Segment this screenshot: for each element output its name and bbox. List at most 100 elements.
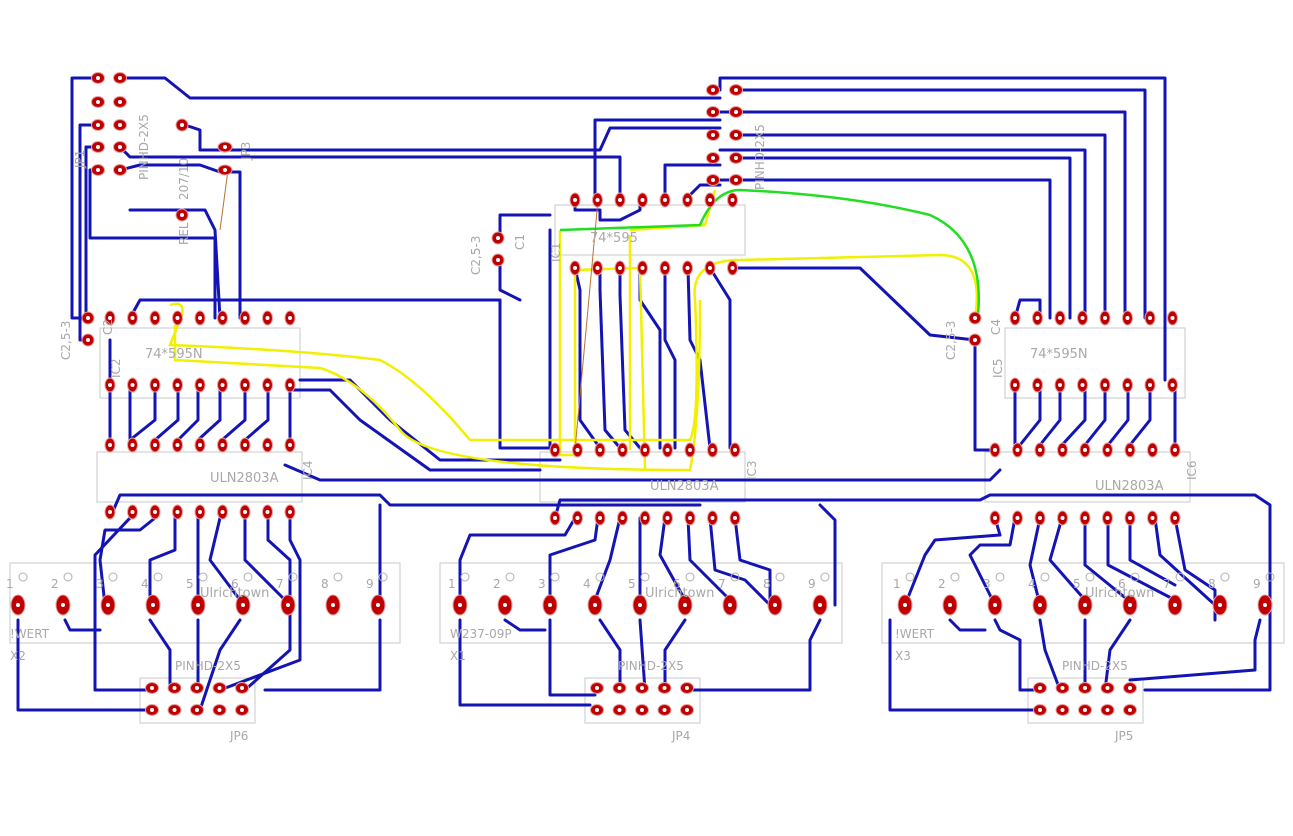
ic1-pad [682, 260, 693, 276]
label-jp4: JP4 [671, 729, 690, 743]
silkscreen-labels: IC1 74*595 IC2 74*595N IC5 74*595N ULN28… [10, 114, 1199, 743]
green-jumper [559, 188, 980, 316]
jp5-pad [1078, 704, 1092, 716]
terminal-number: 5 [628, 577, 636, 591]
ic2-pad [194, 377, 206, 393]
jp1-pad [113, 141, 127, 153]
brown-jumper [574, 199, 599, 451]
terminal-number: 1 [448, 577, 456, 591]
jp5-pad [1055, 682, 1070, 694]
jp1-pad [91, 72, 105, 84]
jp6-pad [145, 704, 159, 716]
ic1-pad [614, 192, 626, 208]
label-jp-top-right-pkg: PINHD-2X5 [753, 124, 767, 190]
ic4-pad [149, 504, 161, 520]
ic2-pad [127, 310, 138, 326]
jp3-pad [217, 141, 233, 153]
ic2-pad [194, 310, 206, 326]
ic3-pad [684, 442, 696, 458]
jp4-pad [657, 704, 672, 716]
ic3-pad [617, 510, 628, 526]
yellow-jumper-3 [558, 230, 647, 471]
x2-terminal-pad [55, 594, 71, 616]
x1-terminal-pad [542, 594, 558, 616]
ic4-pad [217, 504, 228, 520]
jp2-pad [729, 106, 743, 118]
label-ic3-part: ULN2803A [650, 479, 719, 494]
ic3-pad [594, 510, 606, 526]
label-pinhd-bottom-2: PINHD-2X5 [618, 659, 684, 673]
ic6-pad [989, 442, 1001, 458]
terminal-number: 6 [673, 577, 681, 591]
label-c1-pkg: C2,5-3 [469, 236, 483, 275]
x2-terminal-pad [370, 594, 386, 616]
x3-terminal-pad [1077, 594, 1093, 616]
label-ic2-part: 74*595N [145, 347, 203, 362]
ic6-pad [1147, 510, 1158, 526]
jp3-pad [217, 164, 233, 176]
label-c2: C2 [101, 319, 115, 335]
x1-terminal-pad [812, 594, 828, 616]
c4-pad [968, 333, 982, 347]
ic3-pad [662, 510, 673, 526]
ic6-pad [1169, 442, 1181, 458]
jp2-pad [729, 152, 743, 164]
ic1-pad [569, 192, 581, 208]
ic2-pad [217, 377, 228, 393]
ic1-pad [682, 192, 693, 208]
ic1-pad [614, 260, 626, 276]
jp6-pad [190, 704, 204, 716]
x1-terminal-pad [632, 594, 648, 616]
jp2-pad [706, 129, 720, 141]
label-ic4: IC4 [301, 460, 315, 480]
yellow-jumper-2 [173, 299, 702, 472]
c2-pad [81, 333, 95, 347]
x1-terminal-pad [452, 594, 468, 616]
jumper-wires [168, 169, 980, 472]
terminal-number: 2 [51, 577, 59, 591]
ic4-pad [172, 437, 183, 453]
ic2-pad [239, 377, 251, 393]
terminal-number: 2 [493, 577, 501, 591]
x3-terminal-pad [1167, 594, 1183, 616]
jp4-pad [612, 682, 627, 694]
x2-terminal-pad [325, 594, 341, 616]
ic2-pad [284, 310, 296, 326]
x2-terminal-pad [280, 594, 296, 616]
pads [10, 72, 1273, 716]
label-c4-pkg: C2,5-3 [944, 321, 958, 360]
terminal-number: 4 [583, 577, 591, 591]
x3-terminal-pad [897, 594, 913, 616]
ic5-pad [1032, 310, 1043, 326]
x1-terminal-pad [677, 594, 693, 616]
label-ic3: IC3 [745, 460, 759, 480]
ic4-pad [172, 504, 183, 520]
ic5-pad [1009, 310, 1021, 326]
jp4-pad [612, 704, 627, 716]
brown-jumper-2 [219, 169, 229, 231]
label-ic1: IC1 [549, 242, 563, 262]
label-rel-pkg: 207/10 [177, 158, 191, 200]
terminal-number: 3 [538, 577, 546, 591]
ic3-pad [617, 442, 628, 458]
ic3-pad [549, 510, 561, 526]
ic4-pad [239, 504, 251, 520]
terminal-number: 2 [938, 577, 946, 591]
ic4-pad [284, 437, 296, 453]
c2-pad [81, 311, 95, 325]
ic3-pad [594, 442, 606, 458]
ic5-pad [1122, 377, 1133, 393]
x1-terminal-pad [767, 594, 783, 616]
terminal-number: 3 [983, 577, 991, 591]
ic2-pad [217, 310, 228, 326]
ic2-pad [262, 377, 273, 393]
ic3-pad [707, 442, 718, 458]
ic5-pad [1144, 377, 1156, 393]
jp6-pad [235, 704, 249, 716]
ic5-pad [1077, 377, 1088, 393]
ic2-pad [104, 377, 116, 393]
ic6-pad [1147, 442, 1158, 458]
ic2-pad [149, 310, 161, 326]
label-ic6-part: ULN2803A [1095, 479, 1164, 494]
